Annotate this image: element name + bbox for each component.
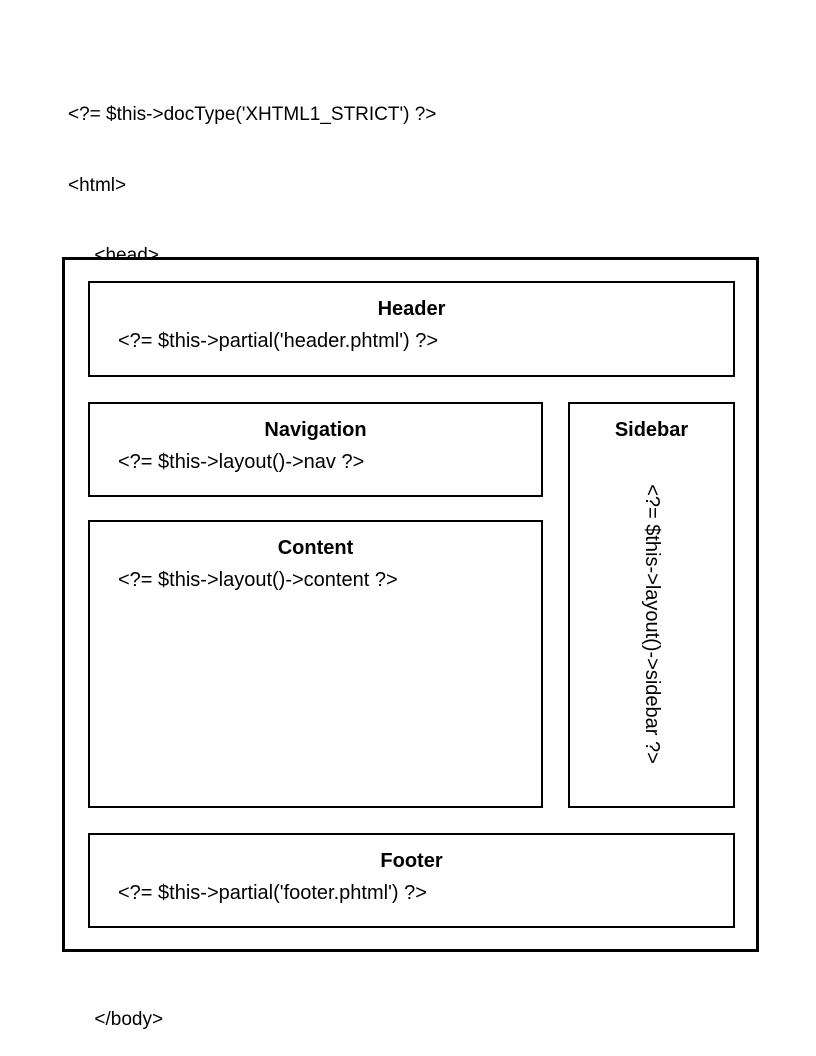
code-line-doctype: <?= $this->docType('XHTML1_STRICT') ?> (68, 104, 437, 125)
sidebar-box: Sidebar <?= $this->layout()->sidebar ?> (568, 402, 735, 808)
header-box-code: <?= $this->partial('header.phtml') ?> (118, 330, 439, 352)
footer-box-title: Footer (380, 850, 443, 872)
body-layout-box: Header <?= $this->partial('header.phtml'… (62, 257, 759, 952)
navigation-box: Navigation <?= $this->layout()->nav ?> (88, 402, 543, 497)
footer-box: Footer <?= $this->partial('footer.phtml'… (88, 833, 735, 928)
code-line-body-close: </body> (68, 1009, 164, 1030)
header-box: Header <?= $this->partial('header.phtml'… (88, 281, 735, 377)
navigation-box-code: <?= $this->layout()->nav ?> (118, 451, 365, 473)
sidebar-box-code: <?= $this->layout()->sidebar ?> (640, 484, 663, 764)
navigation-box-title: Navigation (264, 419, 367, 441)
footer-box-code: <?= $this->partial('footer.phtml') ?> (118, 882, 427, 904)
php-code-bottom: </body> </html> (68, 961, 163, 1056)
code-line-html-open: <html> (68, 174, 127, 196)
sidebar-box-title: Sidebar (614, 419, 689, 441)
content-box: Content <?= $this->layout()->content ?> (88, 520, 543, 808)
content-box-title: Content (277, 537, 354, 559)
content-box-code: <?= $this->layout()->content ?> (118, 569, 398, 591)
header-box-title: Header (377, 298, 446, 320)
